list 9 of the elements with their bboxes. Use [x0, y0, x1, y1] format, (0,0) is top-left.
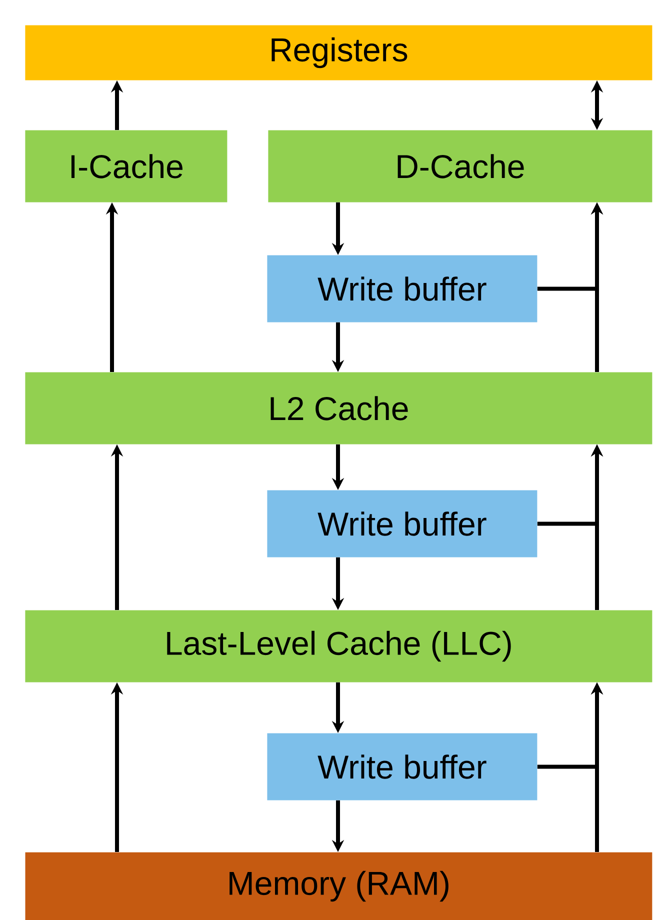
cache-band: Last-Level Cache (LLC): [25, 610, 652, 682]
buffer-box: Write buffer: [267, 490, 538, 558]
cache-box: D-Cache: [268, 130, 652, 202]
buffer-box: Write buffer: [267, 255, 538, 322]
cache-box: I-Cache: [25, 130, 228, 202]
cache-band: L2 Cache: [25, 372, 652, 444]
memory-band: Memory (RAM): [25, 852, 652, 920]
register-band: Registers: [25, 25, 652, 80]
buffer-box: Write buffer: [267, 733, 538, 800]
